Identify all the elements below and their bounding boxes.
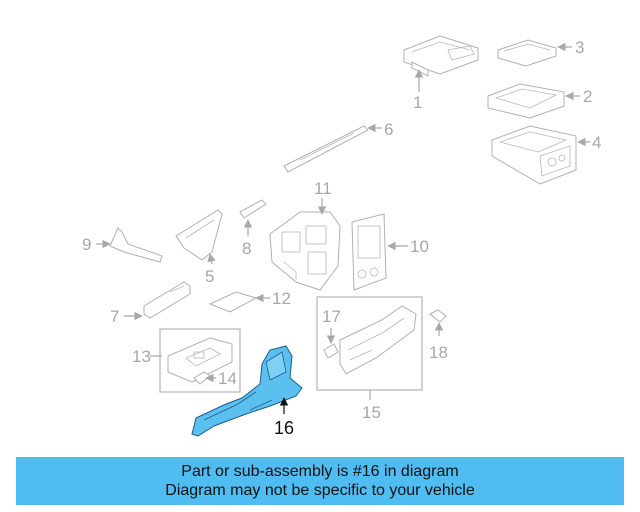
callout-12: 12 [272,289,291,308]
part-2-tray[interactable] [487,83,565,119]
part-17-small-clip[interactable] [323,343,339,359]
callout-18: 18 [429,343,448,362]
callout-8: 8 [242,239,251,258]
callout-5: 5 [205,267,214,286]
part-8-bracket[interactable] [239,199,267,219]
part-9-end-bracket[interactable] [109,227,163,263]
callout-4: 4 [592,133,601,152]
callout-11: 11 [314,179,332,198]
leader-5 [207,253,216,265]
banner-line-1: Part or sub-assembly is #16 in diagram [181,463,459,480]
part-1-console-lid[interactable] [403,35,479,77]
part-5-side-trim[interactable] [175,209,223,261]
part-10-climate-panel[interactable] [351,213,387,291]
part-7-lower-bracket[interactable] [143,281,191,319]
part-13-glove-box[interactable] [167,337,233,383]
part-12-pad[interactable] [208,291,258,313]
callout-10: 10 [410,237,429,256]
part-16-highlighted[interactable] [191,345,303,437]
callout-15: 15 [362,403,381,422]
callout-16: 16 [274,418,294,438]
part-4-console-bezel[interactable] [491,125,577,185]
part-3-compartment-lid[interactable] [497,39,557,67]
callout-2: 2 [583,87,592,106]
callout-3: 3 [575,38,584,57]
part-11-center-stack-frame[interactable] [269,211,341,291]
callout-7: 7 [110,307,119,326]
part-15-console-side-panel[interactable] [339,305,417,375]
callout-13: 13 [132,347,151,366]
callout-17: 17 [322,307,341,326]
callout-1: 1 [413,93,422,112]
callout-9: 9 [82,235,91,254]
callout-14: 14 [218,369,237,388]
callout-6: 6 [384,120,393,139]
banner-line-2: Diagram may not be specific to your vehi… [165,482,475,499]
part-6-trim-strip[interactable] [283,125,369,173]
info-banner: Part or sub-assembly is #16 in diagram D… [16,457,624,505]
part-18-clip[interactable] [429,309,447,323]
group-frame-13 [159,328,241,393]
